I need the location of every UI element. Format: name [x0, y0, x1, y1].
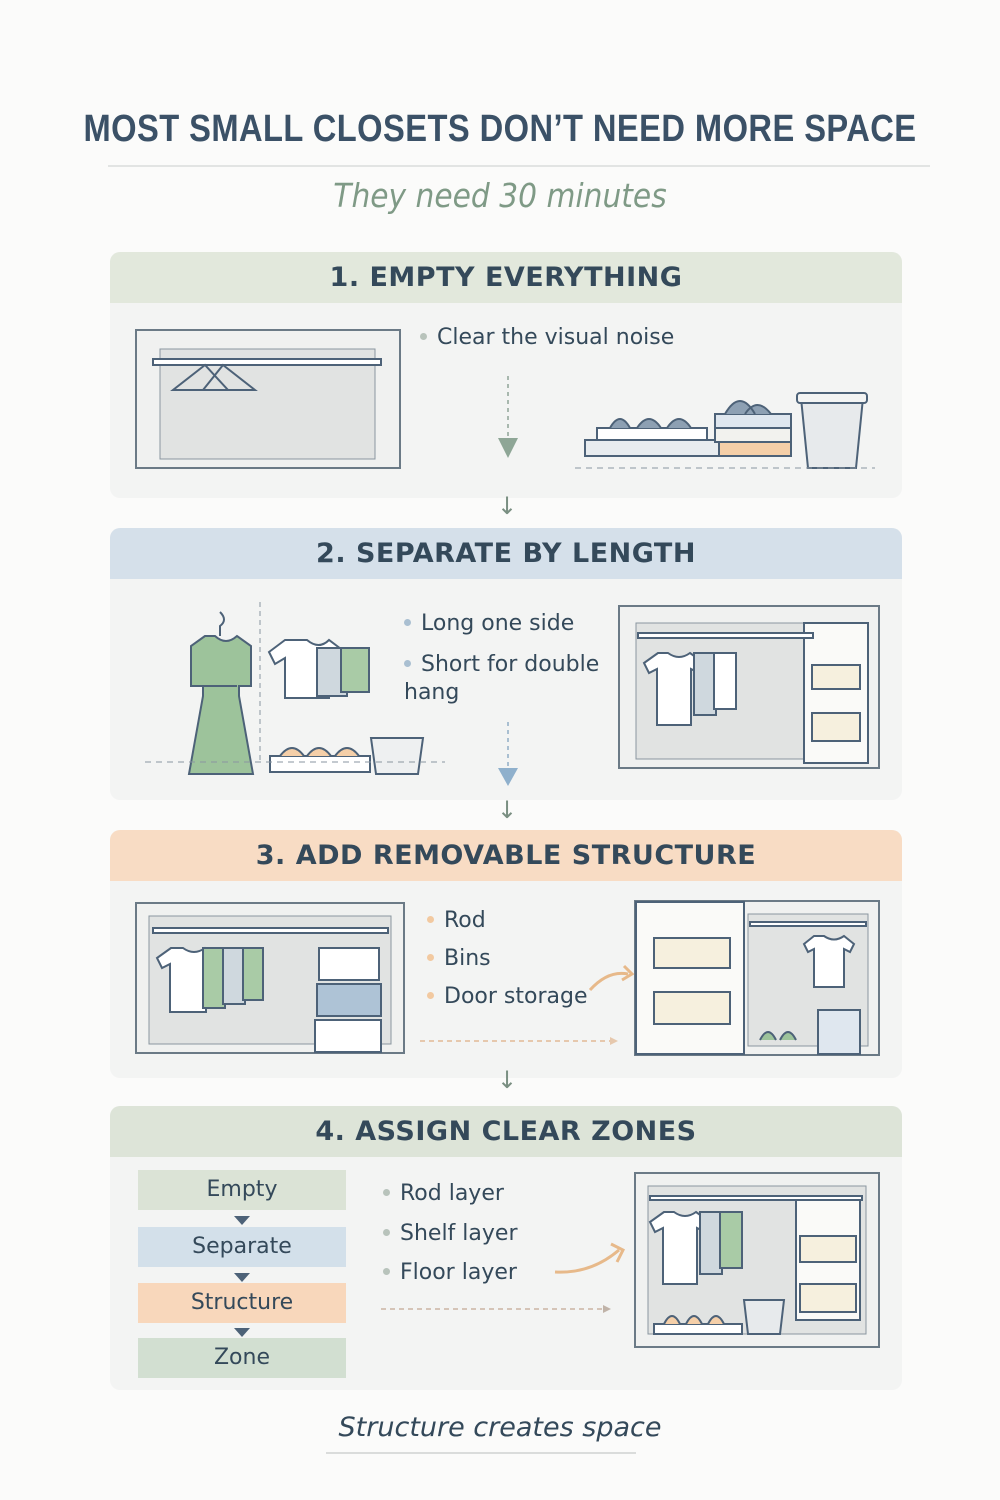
step-4-bullet: Floor layer [383, 1260, 517, 1285]
curved-arrow-icon [554, 1242, 626, 1274]
arrow-down-icon: ↓ [497, 1066, 518, 1094]
flow-arrow-icon [234, 1273, 250, 1282]
empty-closet-icon [135, 329, 401, 469]
double-hang-closet-icon [618, 605, 880, 769]
dashed-arrow-right-icon [420, 1037, 618, 1045]
flow-step-structure: Structure [138, 1283, 346, 1323]
step-1-heading: 1. EMPTY EVERYTHING [110, 252, 902, 303]
zoned-closet-icon [634, 1172, 880, 1348]
dress-and-shirts-icon [145, 602, 445, 775]
title-divider [108, 165, 930, 167]
arrow-down-icon: ↓ [497, 492, 518, 520]
flow-step-zone: Zone [138, 1338, 346, 1378]
step-2-bullet: Short for double hang [404, 651, 604, 707]
dashed-arrow-right-icon [381, 1305, 611, 1313]
dashed-arrow-down-icon [498, 722, 518, 786]
step-4-bullet: Shelf layer [383, 1221, 518, 1246]
footer-divider [326, 1452, 636, 1454]
step-3-bullet: Bins [427, 946, 491, 971]
footer-tagline: Structure creates space [338, 1412, 662, 1443]
dashed-arrow-down-icon [498, 376, 518, 458]
step-3-bullet: Door storage [427, 984, 587, 1009]
page-title: MOST SMALL CLOSETS DON’T NEED MORE SPACE [83, 108, 917, 150]
step-4-bullet: Rod layer [383, 1181, 504, 1206]
step-2-heading: 2. SEPARATE BY LENGTH [110, 528, 902, 579]
door-storage-closet-icon [634, 900, 880, 1056]
flow-arrow-icon [234, 1328, 250, 1337]
flow-arrow-icon [234, 1216, 250, 1225]
flow-step-separate: Separate [138, 1227, 346, 1267]
step-3-heading: 3. ADD REMOVABLE STRUCTURE [110, 830, 902, 881]
subtitle: They need 30 minutes [333, 176, 667, 215]
curved-arrow-icon [588, 964, 635, 992]
step-2-bullet: Long one side [404, 611, 574, 636]
step-3-bullet: Rod [427, 908, 486, 933]
sorted-items-icon [575, 392, 875, 469]
arrow-down-icon: ↓ [497, 796, 518, 824]
closet-with-bins-icon [135, 902, 405, 1054]
step-1-bullet: Clear the visual noise [420, 325, 674, 350]
flow-step-empty: Empty [138, 1170, 346, 1210]
step-4-heading: 4. ASSIGN CLEAR ZONES [110, 1106, 902, 1157]
